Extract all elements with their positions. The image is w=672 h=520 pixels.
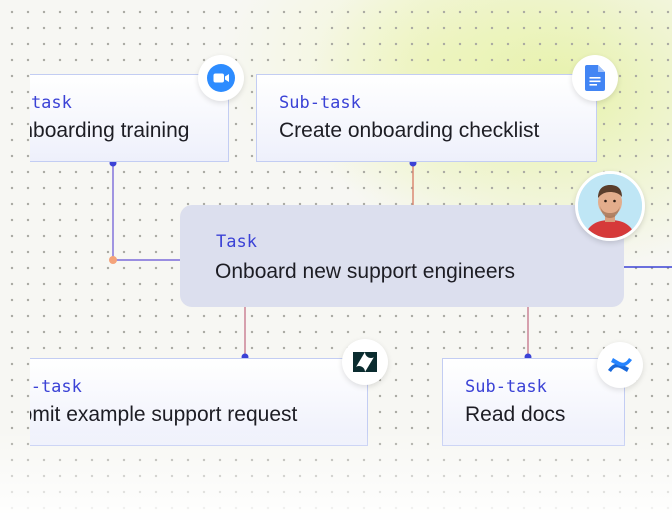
subtask-title: Onboarding training bbox=[30, 119, 190, 142]
subtask-title: Create onboarding checklist bbox=[279, 119, 540, 142]
subtask-label: Sub-task bbox=[30, 93, 72, 113]
main-task-card[interactable]: Task Onboard new support engineers bbox=[180, 205, 624, 307]
google-docs-icon bbox=[572, 55, 618, 101]
task-title: Onboard new support engineers bbox=[215, 260, 516, 283]
task-label: Task bbox=[216, 232, 257, 252]
subtask-label: Sub-task bbox=[279, 93, 361, 113]
connector-dot bbox=[109, 256, 117, 264]
subtask-title: Submit example support request bbox=[30, 403, 298, 426]
zoom-icon bbox=[198, 55, 244, 101]
subtask-card-onboarding-training[interactable]: Sub-task Onboarding training bbox=[30, 74, 229, 162]
subtask-label: Sub-task bbox=[465, 377, 547, 397]
confluence-icon bbox=[597, 342, 643, 388]
user-avatar[interactable] bbox=[575, 171, 645, 241]
subtask-card-create-onboarding-checklist[interactable]: Sub-task Create onboarding checklist bbox=[256, 74, 597, 162]
zendesk-icon bbox=[342, 339, 388, 385]
subtask-title: Read docs bbox=[465, 403, 566, 426]
bottom-fade bbox=[0, 430, 672, 520]
connector-training bbox=[112, 163, 180, 261]
subtask-label: Sub-task bbox=[30, 377, 82, 397]
